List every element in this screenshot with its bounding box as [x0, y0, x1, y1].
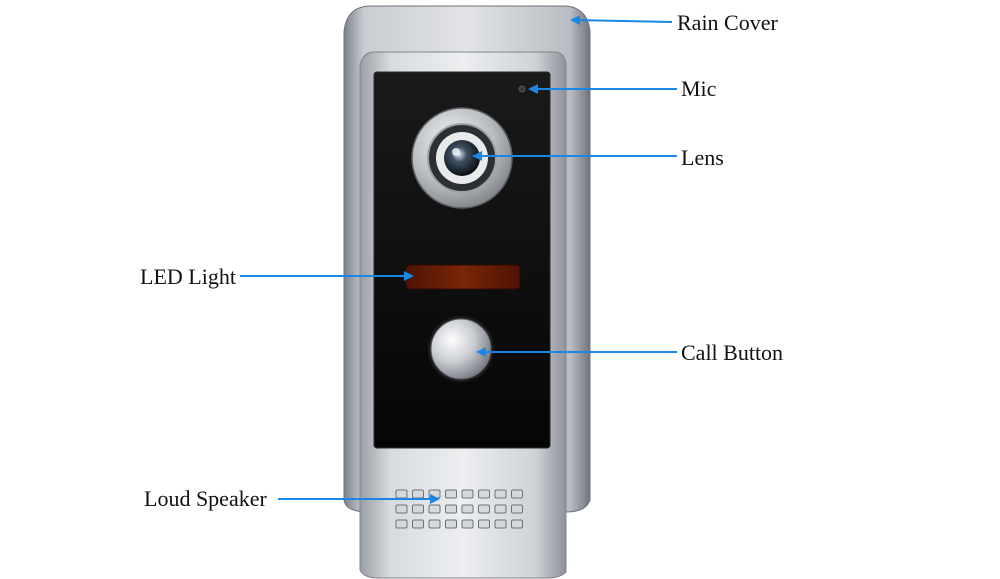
arrow-rain-cover [570, 15, 673, 26]
grille-hole [412, 489, 424, 499]
label-led-light: LED Light [140, 264, 236, 289]
label-rain-cover: Rain Cover [677, 10, 778, 35]
grille-hole [395, 519, 408, 529]
grille-hole [412, 519, 424, 529]
label-mic: Mic [681, 76, 717, 101]
grille-hole [445, 504, 457, 514]
grille-hole [494, 504, 507, 514]
grille-hole [428, 519, 441, 529]
grille-hole [461, 519, 474, 529]
grille-hole [494, 489, 507, 499]
grille-hole [428, 504, 441, 514]
camera-lens [411, 107, 513, 209]
call-button [428, 316, 494, 382]
led-light [405, 264, 521, 290]
grille-hole [445, 519, 457, 529]
grille-hole [412, 504, 424, 514]
grille-hole [461, 504, 474, 514]
grille-hole [445, 489, 457, 499]
grille-hole [478, 504, 490, 514]
grille-hole [395, 504, 408, 514]
grille-hole [494, 519, 507, 529]
grille-hole [478, 519, 490, 529]
mic-hole [518, 85, 526, 93]
grille-hole [511, 519, 523, 529]
grille-hole [511, 489, 523, 499]
grille-hole [461, 489, 474, 499]
grille-hole [395, 489, 408, 499]
label-lens: Lens [681, 145, 724, 170]
grille-hole [428, 489, 441, 499]
label-loud-speaker: Loud Speaker [144, 486, 267, 511]
grille-hole [478, 489, 490, 499]
grille-hole [511, 504, 523, 514]
label-call-button: Call Button [681, 340, 784, 365]
